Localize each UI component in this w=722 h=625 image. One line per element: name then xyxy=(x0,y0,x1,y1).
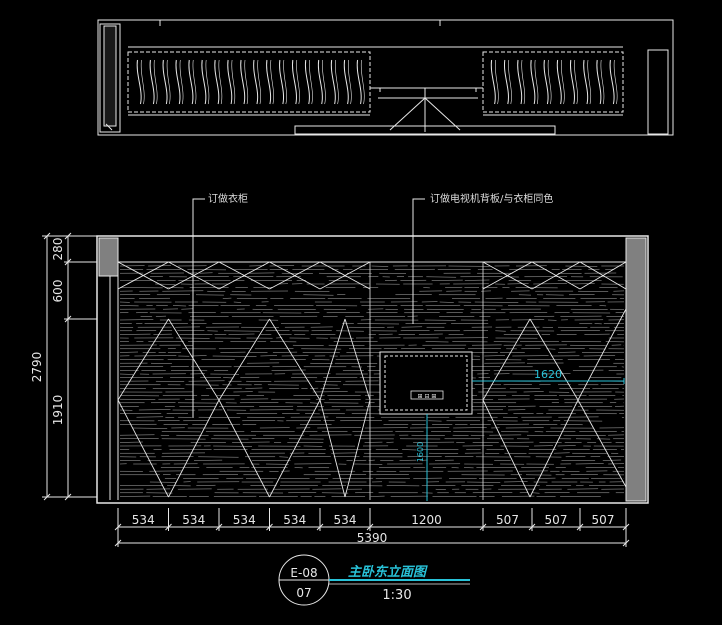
wardrobe-diamond-pattern xyxy=(117,261,627,498)
sheet-number: 07 xyxy=(296,586,311,600)
plan-view xyxy=(97,19,674,136)
dim-segment-6: 507 xyxy=(496,513,519,527)
drawing-title: 主卧东立面图 xyxy=(348,564,428,580)
elevation-view: ⊞ ⊟ ⊞ 1620 1600 xyxy=(96,235,649,504)
bottom-dimensions xyxy=(114,508,630,547)
dim-segment-0: 534 xyxy=(132,513,155,527)
dim-segment-7: 507 xyxy=(545,513,568,527)
callout-wardrobe: 订做衣柜 xyxy=(208,192,248,205)
dim-segment-3: 534 xyxy=(283,513,306,527)
tv-height-dim: 1600 xyxy=(416,442,425,462)
tv-outline xyxy=(384,355,468,411)
dim-height-1910: 1910 xyxy=(51,395,65,426)
dim-segment-1: 534 xyxy=(182,513,205,527)
dim-height-280: 280 xyxy=(51,238,65,261)
sheet-code: E-08 xyxy=(290,566,317,580)
dim-height-600: 600 xyxy=(51,280,65,303)
left-dimensions xyxy=(42,232,97,501)
dim-overall-width: 5390 xyxy=(357,531,388,545)
dim-segment-4: 534 xyxy=(334,513,357,527)
callouts xyxy=(192,198,425,418)
tv-socket-box xyxy=(410,390,444,400)
tv-socket-symbol: ⊞ ⊟ ⊞ xyxy=(418,393,437,400)
title-block xyxy=(278,554,470,606)
dim-segment-8: 507 xyxy=(592,513,615,527)
tv-width-dim: 1620 xyxy=(534,368,562,381)
drawing-scale: 1:30 xyxy=(382,588,411,603)
dim-segment-2: 534 xyxy=(233,513,256,527)
callout-tv-backboard: 订做电视机背板/与衣柜同色 xyxy=(430,192,553,205)
dim-segment-5: 1200 xyxy=(411,513,442,527)
dim-height-overall: 2790 xyxy=(30,352,44,383)
